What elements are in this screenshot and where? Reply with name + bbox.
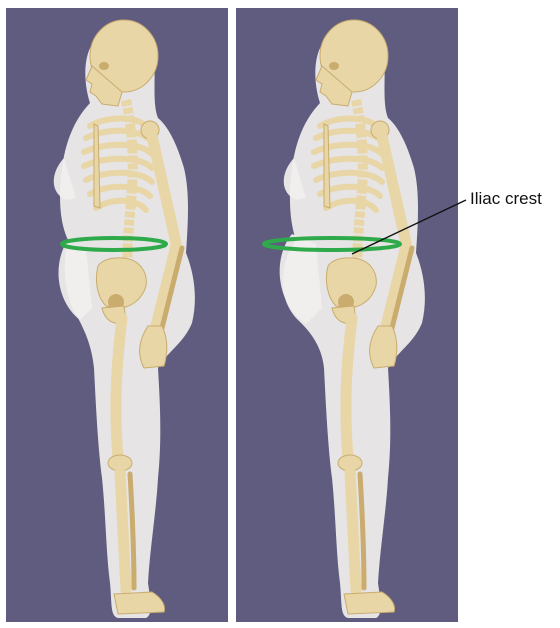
iliac-crest-label: Iliac crest [470,189,542,209]
